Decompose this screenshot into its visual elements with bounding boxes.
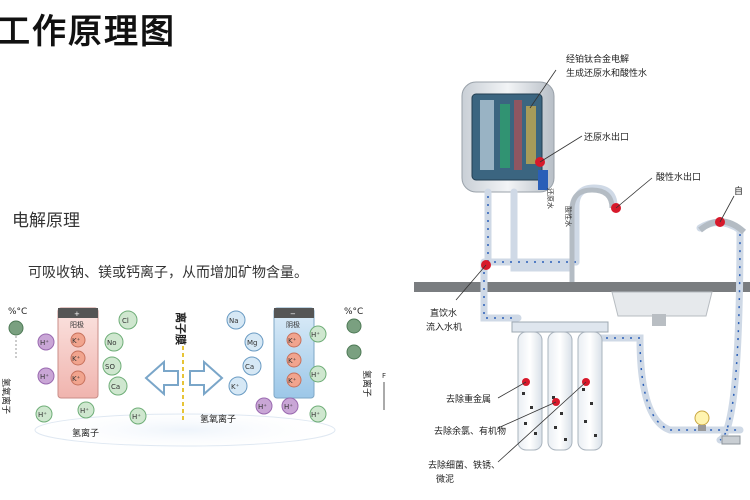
anode-cap — [58, 308, 98, 318]
ion-group: H⁺ H⁺ K⁺ K⁺ K⁺ Cl No SO Ca Na Mg Ca K⁺ K… — [35, 310, 327, 425]
tap-label-acidic: 酸性水 — [564, 206, 573, 227]
anode-plus: + — [74, 310, 80, 318]
faucet — [569, 187, 615, 282]
callout-fine-line2: 微泥 — [436, 473, 454, 485]
callout-reduced-outlet: 还原水出口 — [584, 131, 629, 143]
ion-bubble: H⁺ — [284, 403, 293, 411]
filter-cartridge-3 — [577, 331, 603, 451]
ion-bubble: K⁺ — [288, 377, 297, 385]
arrow-right-icon — [189, 359, 224, 397]
ion-membrane: 离子膜 — [174, 312, 188, 420]
ion-bubble: Ca — [111, 383, 120, 391]
ionizer-machine — [461, 81, 555, 193]
ion-bubble: H⁺ — [40, 339, 49, 347]
ion-bubble: K⁺ — [72, 355, 81, 363]
right-small-mark: F — [382, 372, 386, 380]
ion-bubble: No — [107, 339, 117, 347]
callout-direct-line2: 流入水机 — [426, 321, 462, 333]
callout-fine-line1: 去除细菌、铁锈、 — [428, 459, 500, 471]
ion-bubble: Ca — [245, 363, 254, 371]
ion-bubble: K⁺ — [288, 357, 297, 365]
filter-unit — [511, 321, 609, 451]
corner-left-label: %°C — [8, 307, 27, 317]
cathode-cap — [274, 308, 314, 318]
right-thermo-group: %°C — [344, 307, 363, 360]
water-pool — [25, 408, 345, 452]
filter-cartridge-2 — [547, 331, 573, 451]
filter-header — [511, 321, 609, 333]
cathode-label: 阴极 — [286, 320, 300, 329]
bottom-right-label: 氢氧离子 — [200, 413, 236, 425]
page-title: 工作原理图 — [0, 12, 176, 52]
section-subtitle: 电解原理 — [12, 211, 80, 231]
ion-bubble: Na — [229, 317, 239, 325]
ion-bubble: K⁺ — [288, 337, 297, 345]
ion-bubble: H⁺ — [40, 373, 49, 381]
outlet-connector — [721, 435, 741, 445]
filter-cartridge-1 — [517, 331, 543, 451]
callout-corner: 自 — [734, 185, 743, 197]
ion-bubble: Cl — [122, 317, 129, 325]
arrow-left-icon — [144, 359, 179, 397]
outlet-valve — [538, 170, 548, 190]
ion-bubble: H⁺ — [80, 407, 89, 415]
ion-bubble: H⁺ — [258, 403, 267, 411]
left-thermo-group: %°C — [8, 307, 27, 360]
ion-bubble: H⁺ — [132, 413, 141, 421]
cathode-minus: − — [290, 310, 296, 318]
anode-label: 阳极 — [70, 320, 84, 329]
ion-bubble: K⁺ — [231, 383, 240, 391]
ion-bubble: Mg — [247, 339, 257, 347]
ion-bubble: H⁺ — [311, 331, 320, 339]
callout-chlorine: 去除余氯、有机物 — [434, 425, 506, 437]
callout-acidic-outlet: 酸性水出口 — [656, 171, 701, 183]
sink-basin — [611, 291, 713, 317]
sink-drain — [652, 314, 666, 326]
callout-electrode-line1: 经铂钛合金电解 — [566, 53, 629, 65]
corner-right-label: %°C — [344, 307, 363, 317]
left-vertical-label: 氢氧离子 — [0, 378, 12, 414]
water-ripple — [34, 413, 336, 447]
membrane-label: 离子膜 — [174, 312, 188, 345]
right-vertical-label: 氢离子 — [361, 370, 373, 397]
thermo-icon — [346, 318, 362, 334]
tap-label-reduced: 还原水 — [546, 188, 555, 209]
ion-bubble: H⁺ — [38, 411, 47, 419]
thermo-icon — [346, 344, 362, 360]
ion-bubble: K⁺ — [72, 337, 81, 345]
callout-direct-line1: 直饮水 — [430, 307, 457, 319]
callout-electrode-line2: 生成还原水和酸性水 — [566, 67, 647, 79]
callout-heavy-metals: 去除重金属 — [446, 393, 491, 405]
ion-bubble: SO — [105, 363, 115, 371]
countertop — [414, 282, 750, 292]
leader-lines — [455, 69, 735, 463]
bottom-left-label: 氢离子 — [72, 427, 99, 439]
ion-bubble: H⁺ — [311, 411, 320, 419]
section-description: 可吸收钠、镁或钙离子，从而增加矿物含量。 — [28, 265, 308, 281]
ion-bubble: K⁺ — [72, 375, 81, 383]
lightbulb-icon — [694, 410, 710, 431]
ion-bubble: H⁺ — [311, 371, 320, 379]
thermo-icon — [8, 320, 24, 336]
